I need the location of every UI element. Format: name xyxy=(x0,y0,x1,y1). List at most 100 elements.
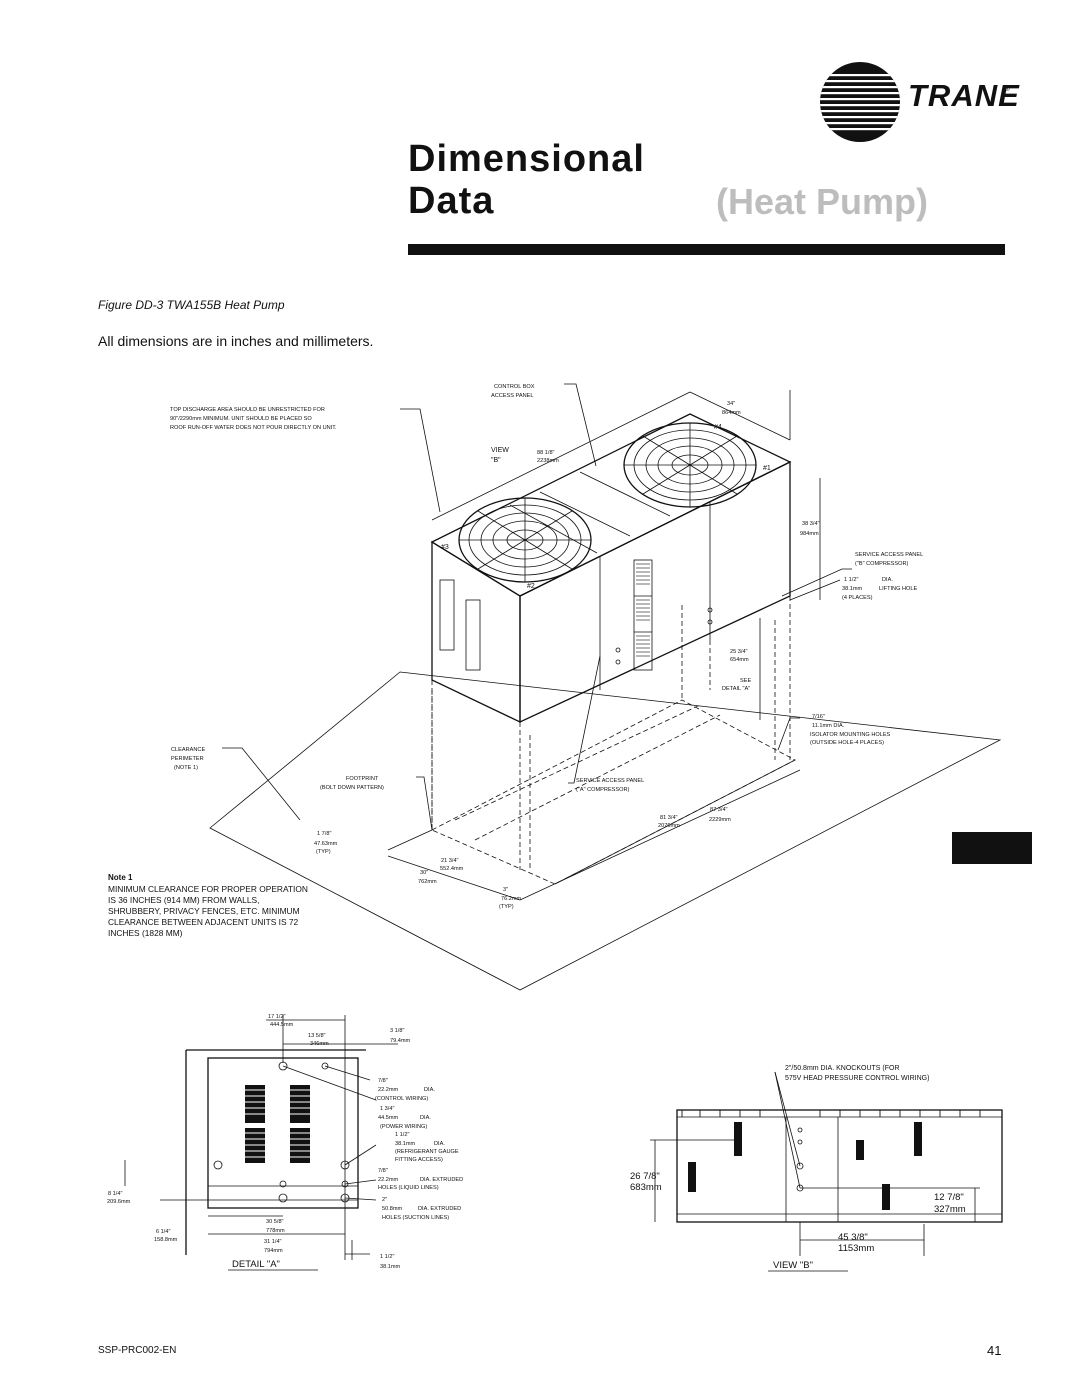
da-refrig-label-1: (REFRIGERANT GAUGE xyxy=(395,1149,459,1155)
vb-knockouts-2: 575V HEAD PRESSURE CONTROL WIRING) xyxy=(785,1075,929,1082)
dim-3-mm: 76.2mm xyxy=(501,896,522,902)
dim-34-mm: 864mm xyxy=(722,410,741,416)
da-dim-31-mm: 794mm xyxy=(264,1248,283,1254)
lifting-places: (4 PLACES) xyxy=(842,595,873,601)
label-service-a-2: ("A" COMPRESSOR) xyxy=(576,787,630,793)
label-service-b-1: SERVICE ACCESS PANEL xyxy=(855,552,923,558)
dim-21-mm: 552.4mm xyxy=(440,866,464,872)
label-service-b-2: ("B" COMPRESSOR) xyxy=(855,561,909,567)
vb-dim-12-in: 12 7/8" xyxy=(934,1192,964,1203)
da-control-in: 7/8" xyxy=(378,1078,388,1084)
dim-87-mm: 2229mm xyxy=(709,817,731,823)
clearance-perimeter xyxy=(209,671,1002,991)
label-control-box-1: CONTROL BOX xyxy=(494,384,535,390)
da-suction-label: HOLES (SUCTION LINES) xyxy=(382,1215,449,1221)
lifting-dia: DIA. xyxy=(882,577,893,583)
vb-dim-26-mm: 683mm xyxy=(630,1182,662,1193)
dim-88-in: 88 1/8" xyxy=(537,450,555,456)
view-b-title: VIEW "B" xyxy=(773,1260,813,1271)
lifting-in: 1 1/2" xyxy=(844,577,858,583)
label-footprint-1: FOOTPRINT xyxy=(346,776,379,782)
da-refrig-label-2: FITTING ACCESS) xyxy=(395,1157,443,1163)
dim-30-in: 30" xyxy=(420,870,428,876)
da-suction-in: 2" xyxy=(382,1197,387,1203)
label-top-discharge-3: ROOF RUN-OFF WATER DOES NOT POUR DIRECTL… xyxy=(170,425,337,431)
da-refrig-dia: DIA. xyxy=(434,1141,445,1147)
page-title-line-1: Dimensional xyxy=(408,138,645,180)
figure-caption: Figure DD-3 TWA155B Heat Pump xyxy=(98,298,285,312)
section-tab xyxy=(952,832,1032,864)
da-dim-13-in: 13 5/8" xyxy=(308,1033,326,1039)
label-footprint-2: (BOLT DOWN PATTERN) xyxy=(320,785,384,791)
note-title: Note 1 xyxy=(108,873,133,882)
isolator-mm: 11.1mm DIA. xyxy=(812,723,845,729)
dim-38-mm: 984mm xyxy=(800,531,819,537)
dim-3-in: 3" xyxy=(503,887,508,893)
dim-25-in: 25 3/4" xyxy=(730,649,748,655)
da-power-dia: DIA. xyxy=(420,1115,431,1121)
da-dim-3-mm: 79.4mm xyxy=(390,1038,411,1044)
da-dim-8-in: 8 1/4" xyxy=(108,1191,122,1197)
vb-dim-12-mm: 327mm xyxy=(934,1204,966,1215)
page-title-line-2: Data xyxy=(408,180,495,222)
da-dim-30-mm: 778mm xyxy=(266,1228,285,1234)
vb-dim-45-mm: 1153mm xyxy=(838,1243,874,1254)
condenser-fan-2-icon xyxy=(458,497,592,583)
label-view-b-ref-2: "B" xyxy=(491,457,501,464)
isolator-label: ISOLATOR MOUNTING HOLES xyxy=(810,732,891,738)
see-detail-1: SEE xyxy=(740,678,751,684)
view-b-drawing xyxy=(650,1071,1003,1256)
dim-25-mm: 654mm xyxy=(730,657,749,663)
da-dim-1-in: 1 1/2" xyxy=(380,1254,394,1260)
vb-dim-45-in: 45 3/8" xyxy=(838,1232,868,1243)
unit-isometric xyxy=(430,413,792,724)
da-refrig-mm: 38.1mm xyxy=(395,1141,416,1147)
dim-21-in: 21 3/4" xyxy=(441,858,459,864)
da-dim-6-in: 6 1/4" xyxy=(156,1229,170,1235)
detail-a-title: DETAIL "A" xyxy=(232,1259,280,1270)
dim-87-in: 87 3/4" xyxy=(710,807,728,813)
dim-81-mm: 2076mm xyxy=(658,823,680,829)
da-dim-6-mm: 158.8mm xyxy=(154,1237,178,1243)
dim-1-7-8-in: 1 7/8" xyxy=(317,831,331,837)
label-clearance-2: PERIMETER xyxy=(171,756,204,762)
fan-mark-3: #3 xyxy=(441,544,449,551)
da-refrig-in: 1 1/2" xyxy=(395,1132,409,1138)
da-liquid-mm: 22.2mm xyxy=(378,1177,399,1183)
label-view-b-ref-1: VIEW xyxy=(491,447,509,454)
label-clearance-3: (NOTE 1) xyxy=(174,765,198,771)
da-liquid-dia: DIA. EXTRUDED xyxy=(420,1177,463,1183)
dim-30-mm: 762mm xyxy=(418,879,437,885)
label-clearance-1: CLEARANCE xyxy=(171,747,205,753)
vb-dim-26-in: 26 7/8" xyxy=(630,1171,660,1182)
da-power-label: (POWER WIRING) xyxy=(380,1124,427,1130)
dim-38-in: 38 3/4" xyxy=(802,521,820,527)
da-power-mm: 44.5mm xyxy=(378,1115,399,1121)
footprint-dashed-pattern xyxy=(431,605,796,885)
da-dim-3-in: 3 1/8" xyxy=(390,1028,404,1034)
label-top-discharge-1: TOP DISCHARGE AREA SHOULD BE UNRESTRICTE… xyxy=(170,407,325,413)
dim-81-in: 81 3/4" xyxy=(660,815,678,821)
da-control-label: (CONTROL WIRING) xyxy=(375,1096,428,1102)
dim-3-typ: (TYP) xyxy=(499,904,514,910)
da-dim-13-mm: 346mm xyxy=(310,1041,329,1047)
da-dim-8-mm: 209.6mm xyxy=(107,1199,131,1205)
condenser-fan-1-icon xyxy=(623,422,757,508)
da-dim-17-mm: 444.5mm xyxy=(270,1022,294,1028)
isolator-in: 7/16" xyxy=(812,714,825,720)
fan-mark-4: #4 xyxy=(714,424,722,431)
vb-knockouts-1: 2"/50.8mm DIA. KNOCKOUTS (FOR xyxy=(785,1065,900,1072)
da-suction-dia: DIA. EXTRUDED xyxy=(418,1206,461,1212)
page-number: 41 xyxy=(987,1343,1002,1358)
detail-a-drawing xyxy=(124,1015,398,1260)
dimension-units-note: All dimensions are in inches and millime… xyxy=(98,333,374,349)
dim-1-7-8-typ: (TYP) xyxy=(316,849,331,855)
isolator-places: (OUTSIDE HOLE-4 PLACES) xyxy=(810,740,884,746)
brand-name: TRANE xyxy=(908,78,1020,113)
da-dim-17-in: 17 1/2" xyxy=(268,1014,286,1020)
see-detail-2: DETAIL "A" xyxy=(722,686,750,692)
da-liquid-label: HOLES (LIQUID LINES) xyxy=(378,1185,439,1191)
da-dim-31-in: 31 1/4" xyxy=(264,1239,282,1245)
dim-1-7-8-mm: 47.63mm xyxy=(314,841,338,847)
da-power-in: 1 3/4" xyxy=(380,1106,394,1112)
